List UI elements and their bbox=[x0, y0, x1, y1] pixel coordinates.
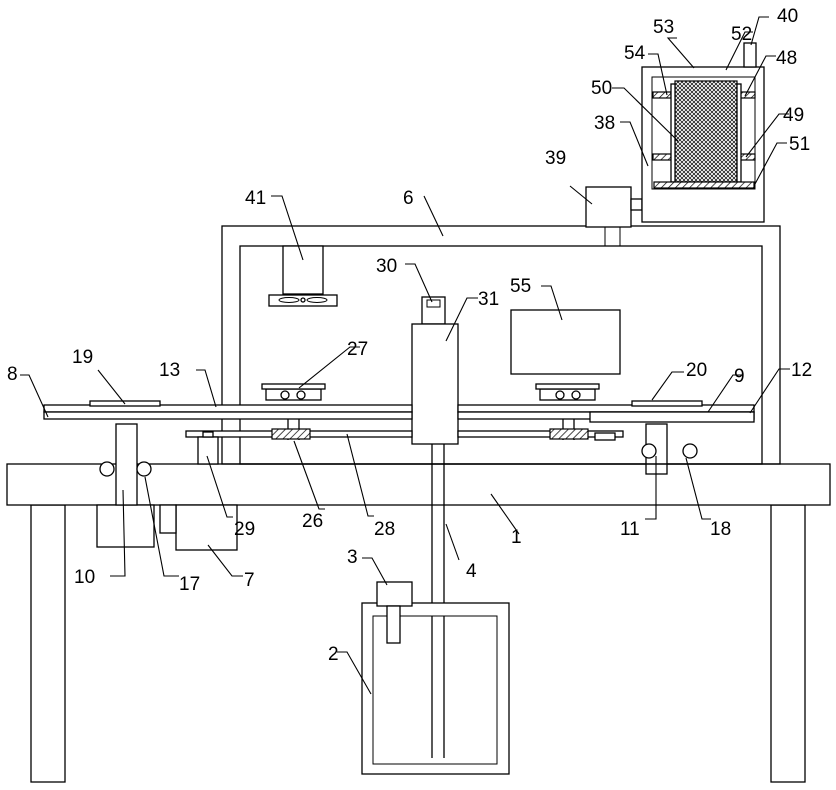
label-55: 55 bbox=[510, 276, 531, 297]
label-11: 11 bbox=[620, 519, 640, 540]
fan-41 bbox=[269, 246, 337, 306]
label-6: 6 bbox=[403, 188, 414, 209]
label-49: 49 bbox=[783, 105, 804, 126]
label-3: 3 bbox=[347, 547, 358, 568]
disc-20 bbox=[632, 401, 702, 406]
label-12: 12 bbox=[791, 360, 812, 381]
gear-26-left bbox=[272, 429, 310, 439]
label-53: 53 bbox=[653, 17, 674, 38]
label-48: 48 bbox=[776, 48, 797, 69]
label-51: 51 bbox=[789, 134, 810, 155]
label-1: 1 bbox=[511, 527, 522, 548]
column-31 bbox=[412, 324, 458, 444]
bearing-18 bbox=[642, 444, 697, 458]
label-18: 18 bbox=[710, 519, 731, 540]
motor-30 bbox=[422, 297, 445, 324]
label-54: 54 bbox=[624, 43, 646, 64]
label-50: 50 bbox=[591, 78, 612, 99]
motor-housing-10 bbox=[97, 505, 154, 547]
label-40: 40 bbox=[777, 6, 798, 27]
label-4: 4 bbox=[466, 561, 477, 582]
label-20: 20 bbox=[686, 360, 707, 381]
label-10: 10 bbox=[74, 567, 95, 588]
label-9: 9 bbox=[734, 366, 745, 387]
label-8: 8 bbox=[7, 364, 18, 385]
label-52: 52 bbox=[731, 24, 752, 45]
label-13: 13 bbox=[159, 360, 180, 381]
label-28: 28 bbox=[374, 519, 395, 540]
label-19: 19 bbox=[72, 347, 93, 368]
label-27: 27 bbox=[347, 339, 368, 360]
display-55 bbox=[511, 310, 620, 374]
label-29: 29 bbox=[234, 519, 255, 540]
label-31: 31 bbox=[478, 289, 499, 310]
label-2: 2 bbox=[328, 644, 339, 665]
label-39: 39 bbox=[545, 148, 566, 169]
label-30: 30 bbox=[376, 256, 397, 277]
label-41: 41 bbox=[245, 188, 266, 209]
tank-2 bbox=[362, 603, 509, 774]
label-38: 38 bbox=[594, 113, 615, 134]
label-7: 7 bbox=[244, 570, 255, 591]
gear-bracket-right bbox=[595, 433, 615, 440]
shaft-column-10 bbox=[116, 424, 137, 505]
label-17: 17 bbox=[179, 574, 200, 595]
pump-39 bbox=[586, 187, 642, 227]
label-26: 26 bbox=[302, 511, 323, 532]
gear-26-right bbox=[550, 429, 588, 439]
